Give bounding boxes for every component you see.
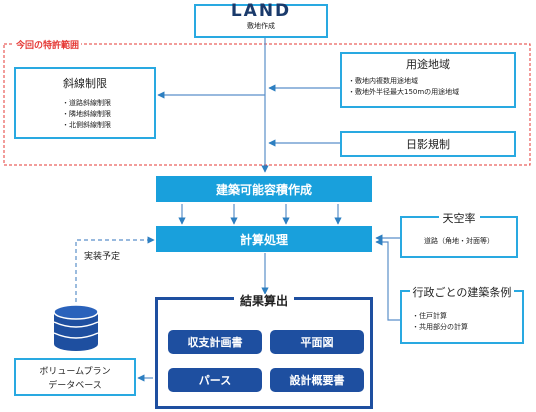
patent-scope-border bbox=[3, 43, 531, 166]
oblique-title: 斜線制限 bbox=[63, 77, 107, 90]
calc-box: 計算処理 bbox=[156, 226, 372, 252]
shadow-box: 日影規制 bbox=[340, 131, 516, 157]
oblique-box: 斜線制限 ・道路斜線制限 ・隣地斜線制限 ・北側斜線制限 bbox=[14, 67, 156, 139]
admin-box: 行政ごとの建築条例 ・住戸計算 ・共用部分の計算 bbox=[400, 286, 524, 344]
result-button-cashflow[interactable]: 収支計画書 bbox=[168, 330, 262, 354]
database-icon bbox=[53, 304, 99, 351]
oblique-item-1: ・隣地斜線制限 bbox=[62, 110, 111, 118]
calc-title: 計算処理 bbox=[239, 232, 288, 247]
sky-detail: 道路（角地・対面等） bbox=[424, 237, 494, 245]
land-logo: LAND bbox=[230, 1, 292, 21]
result-button-perspective[interactable]: パース bbox=[168, 368, 262, 392]
patent-scope-label: 今回の特許範囲 bbox=[14, 38, 82, 51]
database-box: ボリュームプラン データベース bbox=[14, 358, 136, 396]
zoning-box: 用途地域 ・敷地内複数用途地域 ・敷地外半径最大150mの用途地域 bbox=[340, 52, 516, 108]
result-button-design-summary[interactable]: 設計概要書 bbox=[270, 368, 364, 392]
results-box: 結果算出 収支計画書 平面図 パース 設計概要書 bbox=[155, 294, 373, 409]
build-volume-title: 建築可能容積作成 bbox=[215, 182, 312, 197]
result-button-floorplan[interactable]: 平面図 bbox=[270, 330, 364, 354]
sky-box: 天空率 道路（角地・対面等） bbox=[400, 212, 518, 258]
admin-title: 行政ごとの建築条例 bbox=[409, 286, 515, 299]
build-volume-box: 建築可能容積作成 bbox=[156, 176, 372, 202]
zoning-item-0: ・敷地内複数用途地域 bbox=[348, 77, 418, 85]
database-line1: ボリュームプラン bbox=[39, 367, 111, 377]
admin-item-1: ・共用部分の計算 bbox=[412, 323, 468, 331]
land-box: LAND 敷地作成 bbox=[194, 1, 328, 38]
admin-to-calc-line bbox=[375, 238, 400, 321]
admin-item-0: ・住戸計算 bbox=[412, 312, 447, 320]
results-title: 結果算出 bbox=[233, 294, 294, 308]
sky-title: 天空率 bbox=[438, 212, 480, 225]
zoning-item-1: ・敷地外半径最大150mの用途地域 bbox=[348, 88, 460, 96]
planned-dashed-line bbox=[75, 236, 155, 302]
land-subtitle: 敷地作成 bbox=[247, 22, 275, 30]
zoning-title: 用途地域 bbox=[406, 58, 450, 71]
planned-label: 実装予定 bbox=[84, 252, 121, 262]
oblique-item-0: ・道路斜線制限 bbox=[62, 99, 111, 107]
shadow-title: 日影規制 bbox=[406, 138, 450, 151]
oblique-item-2: ・北側斜線制限 bbox=[62, 121, 111, 129]
database-line2: データベース bbox=[48, 381, 102, 391]
